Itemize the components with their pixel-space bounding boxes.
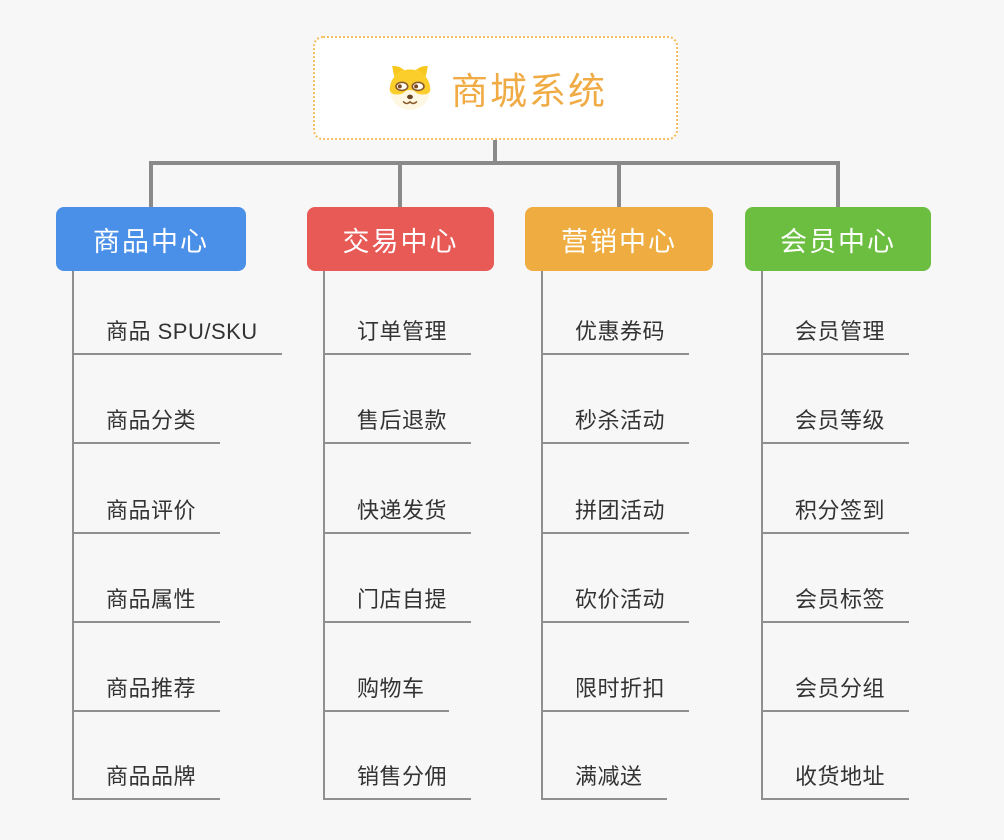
shiba-dog-icon	[389, 65, 431, 110]
leaf-node[interactable]: 优惠券码	[541, 314, 690, 355]
connector-drop-marketing	[617, 163, 621, 208]
leaf-node[interactable]: 会员分组	[761, 671, 910, 712]
root-node[interactable]: 商城系统	[313, 36, 678, 140]
leaf-node[interactable]: 收货地址	[761, 759, 910, 800]
leaf-node[interactable]: 门店自提	[323, 582, 472, 623]
trunk-line-marketing	[541, 271, 543, 800]
leaf-node[interactable]: 销售分佣	[323, 759, 472, 800]
leaf-node[interactable]: 商品评价	[72, 493, 221, 534]
leaf-node[interactable]: 商品属性	[72, 582, 221, 623]
leaf-node[interactable]: 商品分类	[72, 403, 221, 444]
leaf-node[interactable]: 积分签到	[761, 493, 910, 534]
connector-root-drop	[493, 139, 497, 163]
leaf-node[interactable]: 限时折扣	[541, 671, 690, 712]
leaf-node[interactable]: 售后退款	[323, 403, 472, 444]
trunk-line-product	[72, 271, 74, 800]
leaf-node[interactable]: 商品推荐	[72, 671, 221, 712]
branch-node-member-center[interactable]: 会员中心	[745, 207, 931, 271]
leaf-node[interactable]: 拼团活动	[541, 493, 690, 534]
branch-node-marketing-center[interactable]: 营销中心	[525, 207, 713, 271]
connector-drop-member	[836, 163, 840, 208]
leaf-node[interactable]: 快递发货	[323, 493, 472, 534]
leaf-node[interactable]: 商品 SPU/SKU	[72, 314, 282, 355]
branch-node-trade-center[interactable]: 交易中心	[307, 207, 494, 271]
connector-drop-product	[149, 163, 153, 208]
trunk-line-trade	[323, 271, 325, 800]
leaf-node[interactable]: 秒杀活动	[541, 403, 690, 444]
branch-label: 商品中心	[93, 226, 209, 257]
leaf-node[interactable]: 会员管理	[761, 314, 910, 355]
leaf-node[interactable]: 砍价活动	[541, 582, 690, 623]
leaf-node[interactable]: 满减送	[541, 759, 667, 800]
leaf-node[interactable]: 订单管理	[323, 314, 472, 355]
leaf-node[interactable]: 会员标签	[761, 582, 910, 623]
connector-bus	[149, 161, 840, 165]
branch-label: 交易中心	[342, 226, 459, 257]
branch-label: 会员中心	[780, 226, 896, 257]
leaf-node[interactable]: 会员等级	[761, 403, 910, 444]
leaf-node[interactable]: 商品品牌	[72, 759, 221, 800]
leaf-node[interactable]: 购物车	[323, 671, 449, 712]
connector-drop-trade	[398, 163, 402, 208]
branch-node-product-center[interactable]: 商品中心	[56, 207, 246, 271]
branch-label: 营销中心	[561, 226, 677, 257]
trunk-line-member	[761, 271, 763, 800]
root-title: 商城系统	[451, 71, 607, 112]
